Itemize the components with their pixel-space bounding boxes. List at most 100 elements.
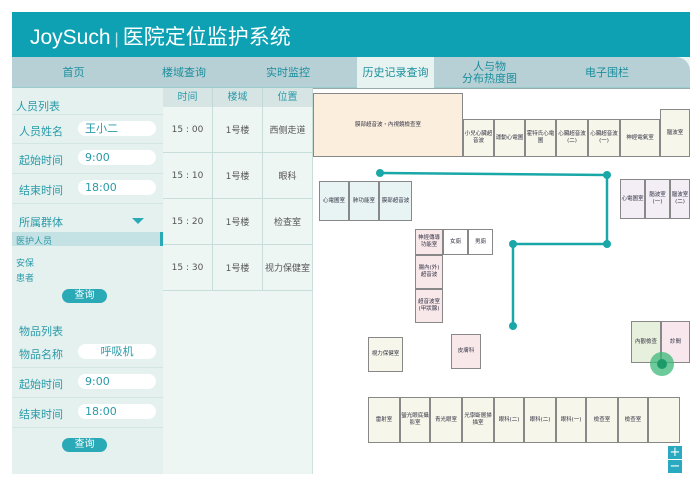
main-nav: 首页 楼域查询 实时监控 历史记录查询 人与物 分布热度图 电子围栏 <box>12 57 690 88</box>
map-room[interactable]: 螢光眼底攝影室 <box>400 397 430 443</box>
person-name-label: 人员姓名 <box>19 125 63 138</box>
path-point <box>509 240 517 248</box>
map-room[interactable]: 膜部超音波・內視鏡檢查室 <box>313 93 463 157</box>
chevron-down-icon[interactable] <box>132 218 144 224</box>
end-time-label: 结束时间 <box>19 408 63 421</box>
map-room[interactable] <box>648 397 680 443</box>
map-room[interactable]: 腦波室 <box>660 109 690 157</box>
cell-time: 15 : 20 <box>163 199 213 245</box>
path-point <box>509 322 517 330</box>
map-room[interactable]: 心臟超音波(一) <box>588 119 620 157</box>
map-room[interactable]: 光學斷層掃描室 <box>462 397 494 443</box>
column-header-location: 位置 <box>263 88 313 107</box>
people-end-time-input[interactable]: 18:00 <box>78 180 156 195</box>
people-end-row: 结束时间 18:00 <box>12 174 163 204</box>
zoom-out-button[interactable]: − <box>668 459 682 474</box>
map-room[interactable]: 神經傳導功能室 <box>415 229 443 255</box>
map-room[interactable]: 神經電氣室 <box>620 119 660 157</box>
map-room[interactable]: 腸內(外)超音波 <box>415 255 443 289</box>
item-end-row: 结束时间 18:00 <box>12 398 163 428</box>
cell-location: 眼科 <box>263 153 313 199</box>
floor-map[interactable]: 膜部超音波・內視鏡檢查室小兒心臟超音波運動心電圖霍特氏心電圖心臟超音波(二)心臟… <box>313 88 690 474</box>
path-point <box>603 171 611 179</box>
cell-building: 1号楼 <box>213 153 263 199</box>
tab-history-query[interactable]: 历史记录查询 <box>357 57 434 88</box>
path-point <box>376 169 384 177</box>
path-point <box>603 240 611 248</box>
people-query-button[interactable]: 查询 <box>62 289 107 303</box>
map-room[interactable]: 男廁 <box>468 229 493 255</box>
zoom-in-button[interactable]: + <box>668 445 682 460</box>
cell-time: 15 : 10 <box>163 153 213 199</box>
map-room[interactable]: 膜部超音波 <box>379 181 412 221</box>
item-name-input[interactable]: 呼吸机 <box>78 344 156 359</box>
group-option-patient[interactable]: 患者 <box>16 274 35 284</box>
track-path <box>376 169 674 376</box>
brand-separator: | <box>114 31 119 48</box>
map-room[interactable]: 視力保健室 <box>368 337 403 372</box>
map-room[interactable]: 眼科(二) <box>524 397 556 443</box>
map-room[interactable]: 肺功能室 <box>349 181 379 221</box>
map-room[interactable]: 雷射室 <box>368 397 400 443</box>
group-label: 所属群体 <box>19 216 63 229</box>
item-end-time-input[interactable]: 18:00 <box>78 404 156 419</box>
people-start-time-input[interactable]: 9:00 <box>78 150 156 165</box>
map-room[interactable]: 眼科(二) <box>494 397 524 443</box>
item-start-time-input[interactable]: 9:00 <box>78 374 156 389</box>
people-start-row: 起始时间 9:00 <box>12 144 163 174</box>
cell-location: 西侧走道 <box>263 107 313 153</box>
brand-name: JoySuch <box>30 26 111 49</box>
map-room[interactable]: 檢查室 <box>618 397 648 443</box>
map-room[interactable]: 小兒心臟超音波 <box>463 119 494 157</box>
tab-building-query[interactable]: 楼域查询 <box>162 65 206 79</box>
map-room[interactable]: 心電圖室 <box>319 181 349 221</box>
cell-building: 1号楼 <box>213 107 263 153</box>
app-title: 医院定位监护系统 <box>122 26 291 49</box>
map-room[interactable]: 診間 <box>661 321 690 363</box>
map-room[interactable]: 霍特氏心電圖 <box>525 119 556 157</box>
cell-location: 检查室 <box>263 199 313 245</box>
current-location-dot <box>657 359 667 369</box>
cell-time: 15 : 30 <box>163 245 213 291</box>
map-room[interactable]: 女廁 <box>443 229 468 255</box>
cell-location: 视力保健室 <box>263 245 313 291</box>
map-room[interactable]: 眼科(一) <box>556 397 586 443</box>
map-room[interactable]: 腦波室(一) <box>645 179 670 219</box>
cell-building: 1号楼 <box>213 199 263 245</box>
cell-time: 15 : 00 <box>163 107 213 153</box>
group-option-selected[interactable]: 医护人员 <box>12 232 163 247</box>
map-room[interactable]: 超音波室(甲狀腺) <box>415 289 443 323</box>
item-name-label: 物品名称 <box>19 348 63 361</box>
people-list-title: 人员列表 <box>16 100 60 113</box>
map-room[interactable]: 皮膚科 <box>451 334 481 369</box>
group-option-security[interactable]: 安保 <box>16 259 35 269</box>
map-room[interactable]: 心臟超音波(二) <box>556 119 588 157</box>
map-room[interactable]: 心電圖室 <box>620 179 645 219</box>
group-option-medical: 医护人员 <box>16 237 53 247</box>
end-time-label: 结束时间 <box>19 184 63 197</box>
map-room[interactable]: 檢查室 <box>586 397 618 443</box>
person-name-row: 人员姓名 王小二 <box>12 114 163 144</box>
item-query-button[interactable]: 查询 <box>62 438 107 452</box>
column-header-building: 楼域 <box>213 88 263 107</box>
logo: JoySuch|医院定位监护系统 <box>30 21 291 51</box>
map-room[interactable]: 腦波室(二) <box>670 179 690 219</box>
item-list-title: 物品列表 <box>19 325 63 338</box>
tab-home[interactable]: 首页 <box>62 65 85 79</box>
map-room[interactable]: 運動心電圖 <box>494 119 525 157</box>
person-name-input[interactable]: 王小二 <box>78 121 156 136</box>
item-name-row: 物品名称 呼吸机 <box>12 338 163 368</box>
tab-geofence[interactable]: 电子围栏 <box>585 65 629 79</box>
map-room[interactable]: 青光眼室 <box>430 397 462 443</box>
tab-realtime-monitor[interactable]: 实时监控 <box>266 65 310 79</box>
path-line <box>379 171 609 326</box>
start-time-label: 起始时间 <box>19 154 63 167</box>
app-window: JoySuch|医院定位监护系统 首页 楼域查询 实时监控 历史记录查询 人与物… <box>12 12 690 474</box>
header: JoySuch|医院定位监护系统 <box>12 12 690 57</box>
filter-panel: 人员列表 人员姓名 王小二 起始时间 9:00 结束时间 18:00 所属群体 医护人… <box>12 88 163 474</box>
column-header-time: 时间 <box>163 88 213 107</box>
cell-building: 1号楼 <box>213 245 263 291</box>
tab-heatmap[interactable]: 人与物 分布热度图 <box>462 59 517 85</box>
